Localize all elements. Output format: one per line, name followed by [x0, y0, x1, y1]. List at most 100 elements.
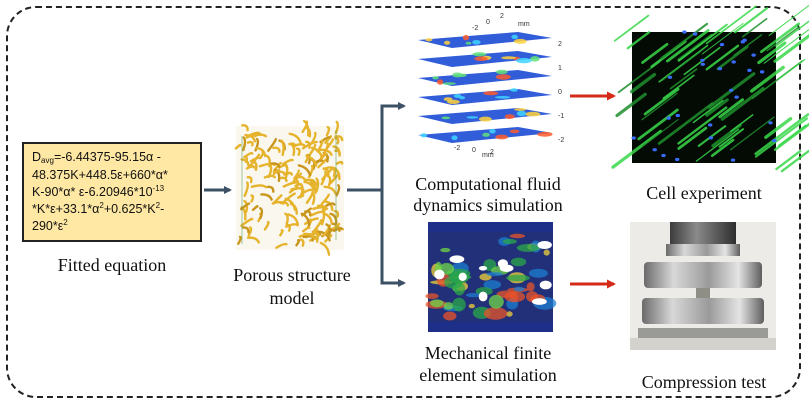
porous-caption-line-1: Porous structure [233, 265, 351, 285]
equation-line-2: 48.375K+448.5ε+660*α* [32, 168, 168, 182]
cfd-flow-spot [432, 76, 439, 80]
cell-fiber [677, 106, 728, 145]
fea-pore [434, 269, 445, 280]
cell-nucleus [751, 53, 756, 57]
porous-strut [275, 242, 288, 249]
fea-stress-region [443, 311, 457, 321]
cell-nucleus [692, 32, 698, 36]
porous-strut [295, 175, 306, 182]
fea-stress-region [486, 272, 503, 277]
cell-fiber [701, 22, 744, 55]
porous-strut [303, 119, 310, 137]
porous-strut [241, 226, 250, 234]
cfd-flow-spot [453, 94, 462, 98]
fea-pore [449, 255, 465, 263]
porous-strut [303, 232, 316, 240]
cell-fiber [754, 117, 809, 158]
porous-strut [279, 229, 284, 237]
cell-nucleus [652, 148, 657, 152]
cell-nucleus [759, 70, 765, 74]
porous-strut [334, 120, 340, 135]
cfd-caption-line-2: dynamics simulation [413, 195, 563, 215]
cell-nucleus [666, 116, 671, 120]
fea-pore [478, 291, 488, 302]
cell-fiber [742, 18, 768, 38]
porous-strut [272, 168, 281, 176]
cell-fiber [637, 108, 679, 141]
cfd-flow-spot [466, 116, 479, 119]
cell-fiber [757, 41, 787, 65]
cfd-flow-spot [516, 57, 532, 64]
porous-strut [325, 125, 331, 137]
cell-fiber [669, 68, 698, 90]
porous-strut [285, 223, 299, 228]
porous-strut [267, 164, 273, 179]
porous-strut [246, 175, 253, 184]
cell-fiber [695, 128, 740, 162]
porous-strut [242, 136, 247, 152]
porous-strut [288, 142, 296, 148]
porous-strut [296, 193, 305, 199]
porous-strut [250, 194, 255, 203]
cell-nucleus [667, 75, 673, 79]
cell-fiber [775, 149, 802, 171]
porous-strut [247, 226, 253, 237]
fea-simulation-image [425, 222, 557, 332]
porous-strut [281, 158, 294, 166]
porous-strut [299, 238, 305, 247]
fea-stress-region [502, 239, 517, 244]
cfd-flow-spot [495, 74, 511, 80]
cell-fiber [768, 4, 809, 36]
porous-strut [322, 224, 332, 237]
porous-strut [335, 160, 344, 165]
fea-pore [458, 272, 467, 281]
cfd-tick-right: -2 [558, 137, 564, 144]
cfd-flow-spot [437, 79, 444, 85]
cfd-flow-spot [472, 40, 481, 45]
cfd-slice [418, 32, 552, 48]
porous-strut [334, 135, 344, 142]
compression-caption: Compression test [641, 372, 767, 392]
porous-strut [327, 175, 332, 187]
porous-strut [263, 174, 276, 179]
cell-fiber [729, 116, 775, 151]
cell-fiber [658, 44, 709, 83]
cell-fiber [692, 99, 724, 124]
cell-fiber [705, 5, 757, 45]
fea-stress-region [483, 307, 508, 320]
cfd-slice [418, 89, 552, 105]
porous-strut [304, 178, 319, 187]
cell-fiber [641, 119, 679, 147]
porous-strut [301, 140, 318, 150]
cell-fiber [660, 22, 709, 60]
fea-stress-region [425, 293, 439, 299]
cell-fiber [711, 123, 742, 148]
cfd-flow-spot [516, 110, 527, 117]
fea-pore [497, 259, 508, 268]
cell-fiber [760, 22, 801, 54]
cell-fiber [705, 98, 729, 117]
cell-fiber [733, 7, 769, 34]
cell-fiber [657, 102, 714, 145]
cell-fiber [720, 86, 765, 121]
porous-strut [295, 239, 301, 247]
cfd-flow-spot [495, 69, 508, 75]
fitted-equation-box: Davg=-6.44375-95.15α - 48.375K+448.5ε+66… [22, 142, 202, 242]
cfd-flow-spot [511, 34, 518, 40]
cfd-caption-line-1: Computational fluid [415, 174, 561, 194]
porous-strut [316, 139, 324, 153]
porous-strut [282, 192, 296, 204]
cfd-flow-spot [501, 56, 517, 60]
cfd-flow-spot [483, 91, 499, 96]
porous-strut [322, 205, 327, 214]
fea-stress-region [510, 257, 527, 267]
cfd-flow-spot [452, 72, 463, 78]
fea-stress-region [465, 293, 481, 298]
cell-fiber [643, 87, 680, 116]
fea-pore [537, 241, 552, 249]
cell-fiber [766, 26, 800, 52]
porous-strut [313, 229, 319, 243]
cfd-flow-spot [447, 99, 460, 104]
cell-nucleus [631, 136, 636, 140]
